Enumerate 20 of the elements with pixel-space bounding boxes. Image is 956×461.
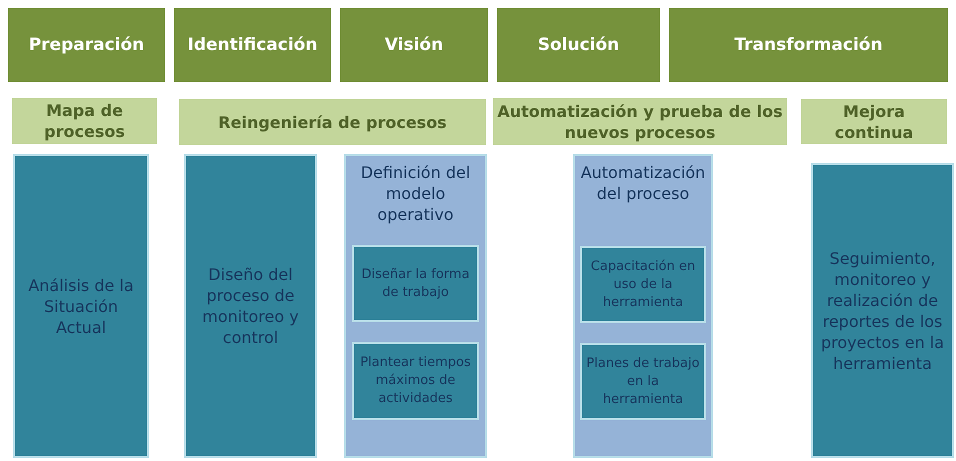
activity-box: Seguimiento, monitoreo y realización de reportes de los proyectos en la herramienta — [811, 163, 954, 458]
phase-band: Automatización y prueba de los nuevos procesos — [493, 98, 787, 145]
panel-title: Definición del modelo operativo — [360, 162, 472, 225]
phase-band: Mapa de procesos — [12, 98, 157, 144]
stage-header: Solución — [497, 8, 660, 82]
stage-header: Visión — [340, 8, 488, 82]
task-box: Capacitación en uso de la herramienta — [580, 246, 706, 323]
task-box: Diseñar la forma de trabajo — [352, 245, 479, 322]
stage-header: Identificación — [174, 8, 331, 82]
activity-box: Diseño del proceso de monitoreo y control — [184, 154, 317, 458]
phase-band: Reingeniería de procesos — [179, 99, 486, 145]
activity-panel — [573, 154, 713, 458]
activity-panel — [344, 154, 487, 458]
task-box: Plantear tiempos máximos de actividades — [352, 342, 479, 420]
task-box: Planes de trabajo en la herramienta — [580, 343, 706, 420]
panel-title: Automatización del proceso — [580, 162, 706, 204]
stage-header: Preparación — [8, 8, 165, 82]
stage-header: Transformación — [669, 8, 948, 82]
phase-band: Mejora continua — [801, 99, 947, 144]
activity-box: Análisis de la Situación Actual — [13, 154, 149, 458]
